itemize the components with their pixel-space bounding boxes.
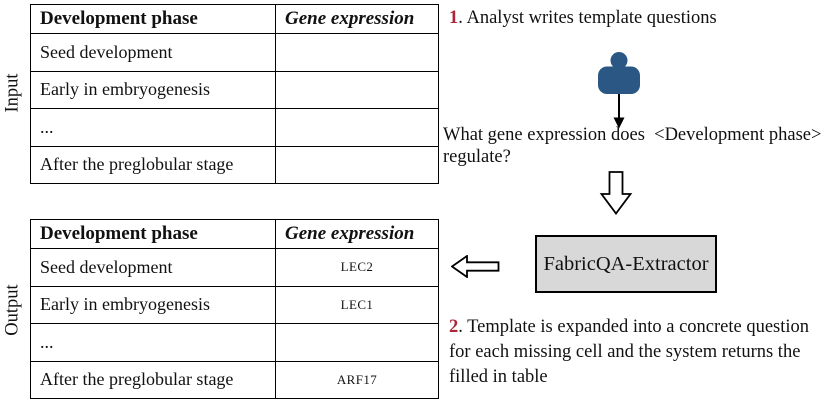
phase-cell: Early in embryogenesis <box>30 70 276 109</box>
table-header-row: Development phase Gene expression <box>30 219 439 249</box>
template-question: What gene expression does <Development p… <box>443 125 827 167</box>
table-row: After the preglobular stage <box>30 145 439 184</box>
step-2-number: 2 <box>449 317 459 337</box>
phase-cell: After the preglobular stage <box>30 360 276 399</box>
hollow-arrow-down-icon <box>599 171 633 215</box>
output-table: Development phase Gene expression Seed d… <box>30 219 439 399</box>
gene-column-header: Gene expression <box>275 4 439 34</box>
gene-cell: LEC2 <box>275 248 439 287</box>
analyst-icon <box>597 52 641 94</box>
input-section-label: Input <box>2 73 23 113</box>
table-row: ... <box>30 323 439 362</box>
output-section-label: Output <box>2 284 23 336</box>
step-2-caption: 2. Template is expanded into a concrete … <box>449 315 830 390</box>
gene-cell <box>275 33 439 72</box>
table-header-row: Development phase Gene expression <box>30 4 439 34</box>
gene-cell: LEC1 <box>275 285 439 324</box>
phase-cell: Seed development <box>30 33 276 72</box>
table-row: Early in embryogenesis <box>30 70 439 109</box>
phase-column-header: Development phase <box>30 4 276 34</box>
phase-cell: Early in embryogenesis <box>30 285 276 324</box>
gene-column-header: Gene expression <box>275 219 439 249</box>
gene-cell: ARF17 <box>275 360 439 399</box>
gene-cell <box>275 70 439 109</box>
gene-cell <box>275 108 439 147</box>
phase-cell: ... <box>30 108 276 147</box>
step-1-number: 1 <box>449 8 459 28</box>
phase-cell: Seed development <box>30 248 276 287</box>
step-1-caption: 1. Analyst writes template questions <box>449 6 819 31</box>
step-2-text: . Template is expanded into a concrete q… <box>449 317 810 387</box>
gene-cell <box>275 323 439 362</box>
phase-column-header: Development phase <box>30 219 276 249</box>
input-table: Development phase Gene expression Seed d… <box>30 4 439 184</box>
table-row: After the preglobular stage ARF17 <box>30 360 439 399</box>
phase-cell: ... <box>30 323 276 362</box>
phase-cell: After the preglobular stage <box>30 145 276 184</box>
gene-cell <box>275 145 439 184</box>
hollow-arrow-left-icon <box>451 255 500 278</box>
table-row: Seed development <box>30 33 439 72</box>
fabricqa-extractor-box: FabricQA-Extractor <box>535 235 717 293</box>
table-row: Seed development LEC2 <box>30 248 439 287</box>
fabricqa-extractor-label: FabricQA-Extractor <box>543 252 709 275</box>
table-row: Early in embryogenesis LEC1 <box>30 285 439 324</box>
table-row: ... <box>30 108 439 147</box>
step-1-text: . Analyst writes template questions <box>458 8 717 28</box>
arrow-down-icon <box>611 94 627 129</box>
